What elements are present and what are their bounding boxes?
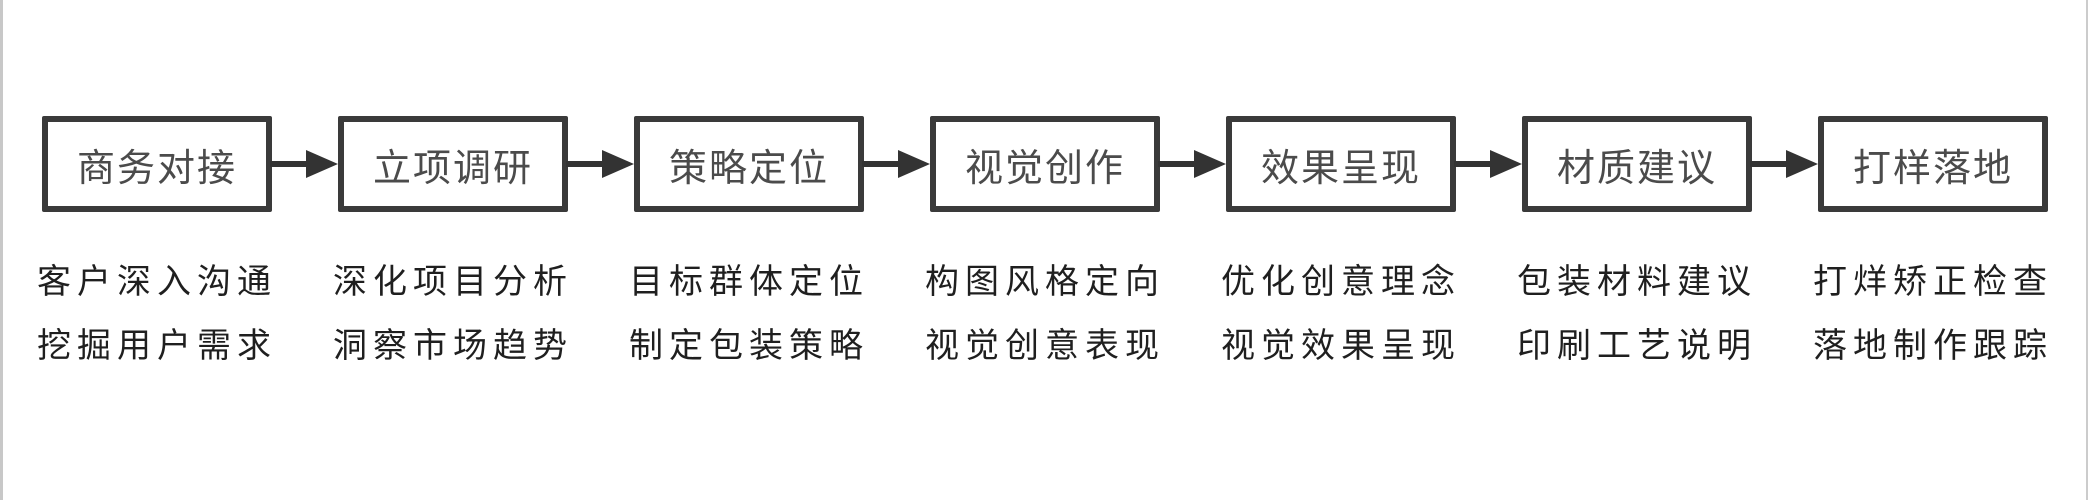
stage-desc-line-1: 深化项目分析: [333, 264, 573, 301]
stage-desc-line-1: 客户深入沟通: [37, 264, 277, 301]
stage-box-3: 策略定位: [634, 116, 864, 212]
stage-box-7: 打样落地: [1818, 116, 2048, 212]
arrow-right-icon: [1158, 150, 1226, 178]
stage-box-2: 立项调研: [338, 116, 568, 212]
stage-desc-line-1: 打烊矫正检查: [1813, 264, 2053, 301]
stage-box-5: 效果呈现: [1226, 116, 1456, 212]
arrow-right-icon: [270, 150, 338, 178]
stage-desc-line-2: 制定包装策略: [629, 328, 869, 365]
stage-desc-line-2: 挖掘用户需求: [37, 328, 277, 365]
flow-stage-1: 商务对接 客户深入沟通 挖掘用户需求: [9, 116, 338, 370]
stage-desc-line-1: 包装材料建议: [1517, 264, 1757, 301]
stage-title: 打样落地: [1852, 147, 2013, 190]
stage-title: 立项调研: [372, 147, 533, 190]
stage-desc-line-1: 优化创意理念: [1221, 264, 1461, 301]
flow-stage-6: 材质建议 包装材料建议 印刷工艺说明: [1489, 116, 1818, 370]
flow-stage-4: 视觉创作 构图风格定向 视觉创意表现: [897, 116, 1226, 370]
arrow-right-icon: [862, 150, 930, 178]
flow-stage-3: 策略定位 目标群体定位 制定包装策略: [601, 116, 930, 370]
stage-desc-line-1: 构图风格定向: [925, 264, 1165, 301]
stage-box-1: 商务对接: [42, 116, 272, 212]
stage-box-4: 视觉创作: [930, 116, 1160, 212]
stage-title: 策略定位: [668, 147, 829, 190]
stage-title: 视觉创作: [964, 147, 1125, 190]
arrow-right-icon: [1750, 150, 1818, 178]
flow-stage-2: 立项调研 深化项目分析 洞察市场趋势: [305, 116, 634, 370]
arrow-right-icon: [1454, 150, 1522, 178]
stage-desc-line-2: 视觉效果呈现: [1221, 328, 1461, 365]
stage-desc-line-1: 目标群体定位: [629, 264, 869, 301]
stage-title: 效果呈现: [1260, 147, 1421, 190]
stage-title: 材质建议: [1556, 147, 1717, 190]
flow-stage-7: 打样落地 打烊矫正检查 落地制作跟踪: [1785, 116, 2081, 370]
stage-desc-line-2: 印刷工艺说明: [1517, 328, 1757, 365]
stage-desc-line-2: 视觉创意表现: [925, 328, 1165, 365]
stage-desc-line-2: 落地制作跟踪: [1813, 328, 2053, 365]
flow-stage-5: 效果呈现 优化创意理念 视觉效果呈现: [1193, 116, 1522, 370]
stage-desc-line-2: 洞察市场趋势: [333, 328, 573, 365]
stage-title: 商务对接: [76, 147, 237, 190]
process-flow: 商务对接 客户深入沟通 挖掘用户需求 立项调研 深化项目分析 洞察市场趋势 策略…: [3, 0, 2086, 370]
stage-box-6: 材质建议: [1522, 116, 1752, 212]
arrow-right-icon: [566, 150, 634, 178]
